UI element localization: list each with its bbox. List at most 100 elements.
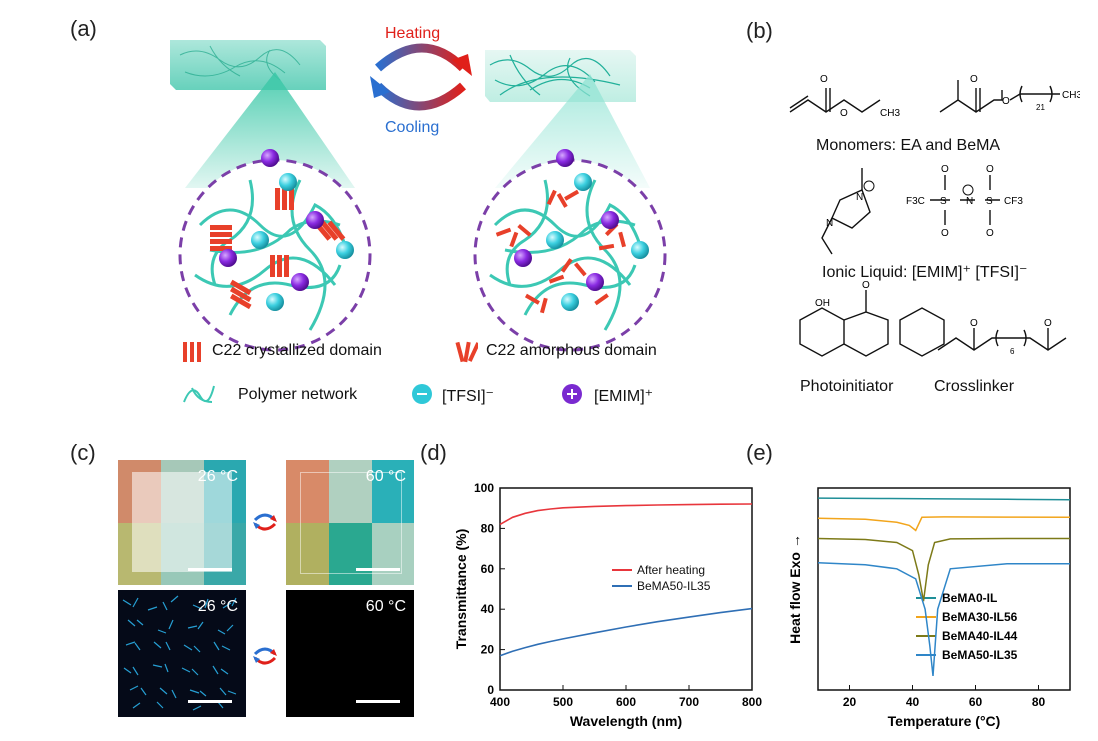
y-tick-label: 60 <box>481 562 495 576</box>
x-axis-label: Temperature (°C) <box>888 713 1001 729</box>
ionic-liquid-label: Ionic Liquid: [EMIM]⁺ [TFSI]⁻ <box>822 264 1028 281</box>
plot-frame <box>817 487 1071 691</box>
atom-s-left: S <box>940 196 947 207</box>
x-tick-label: 600 <box>616 695 636 709</box>
temp-label-pom-60c: 60 °C <box>365 598 406 615</box>
legend-polymer: Polymer network <box>238 386 358 403</box>
x-tick-label: 60 <box>969 695 983 709</box>
photo-film-26c: 26 °C <box>118 460 246 585</box>
emim-ion-icon <box>562 384 582 404</box>
legend-emim: [EMIM]⁺ <box>594 388 654 405</box>
series-line-0 <box>499 503 753 526</box>
cooling-label: Cooling <box>385 119 439 136</box>
crystallized-domain-icon <box>183 342 201 362</box>
tfsi-ion-icon <box>412 384 432 404</box>
reversible-arrows-icon <box>253 513 277 531</box>
atom-o-xl-right: O <box>1044 318 1052 329</box>
film-slab-heated <box>485 50 636 102</box>
series-line-3 <box>817 561 1070 676</box>
series-line-1 <box>817 516 1071 532</box>
x-tick-label: 800 <box>742 695 762 709</box>
temp-label-pom-26c: 26 °C <box>197 598 238 615</box>
cooling-arrow <box>374 82 466 111</box>
series-line-0 <box>817 497 1071 501</box>
atom-s-right: S <box>986 196 993 207</box>
temp-label-60c: 60 °C <box>365 468 406 485</box>
atom-o-s1-bottom: O <box>941 228 949 239</box>
zoom-beam-right <box>495 74 650 188</box>
legend-entry: BeMA50-IL35 <box>942 648 1018 662</box>
scale-bar <box>356 700 400 703</box>
photo-film-60c: 60 °C <box>286 460 414 585</box>
pom-image-26c: 26 °C <box>118 590 246 717</box>
monomers-label: Monomers: EA and BeMA <box>816 137 1001 154</box>
panel-label-d: (d) <box>420 440 447 465</box>
y-tick-label: 40 <box>481 602 495 616</box>
amorphous-domain-icon <box>455 341 478 363</box>
y-axis-label: Transmittance (%) <box>453 529 469 650</box>
x-tick-label: 500 <box>553 695 573 709</box>
atom-ch3-ea: CH3 <box>880 108 900 119</box>
x-tick-label: 700 <box>679 695 699 709</box>
legend-entry: BeMA0-IL <box>942 591 997 605</box>
dsc-chart: 20 40 60 80 BeMA0-IL BeMA30-IL56BeMA40-IL44Be… <box>787 487 1071 729</box>
legend-swatch-after-heating <box>612 569 632 571</box>
crosslinker-label: Crosslinker <box>934 378 1015 395</box>
reversible-arrows-icon <box>253 647 277 665</box>
series-line-2 <box>817 537 1070 602</box>
atom-n-plus: N <box>856 192 863 203</box>
legend-swatch-bema50 <box>612 585 632 587</box>
network-crystallized <box>178 149 372 352</box>
y-tick-label: 100 <box>474 481 494 495</box>
atom-o-ea-ester: O <box>840 108 848 119</box>
atom-o-ea: O <box>820 74 828 85</box>
x-tick-label: 40 <box>906 695 920 709</box>
panel-label-c: (c) <box>70 440 96 465</box>
x-tick-label: 400 <box>490 695 510 709</box>
scale-bar <box>356 568 400 571</box>
atom-ch3-bema: CH3 <box>1062 90 1080 101</box>
schematic-panel-a: Heating Cooling <box>170 25 667 352</box>
pom-image-60c: 60 °C <box>286 590 414 717</box>
atom-f3c: F3C <box>906 196 925 207</box>
y-tick-label: 80 <box>481 521 495 535</box>
heating-label: Heating <box>385 25 440 42</box>
polymer-network-icon <box>183 385 215 403</box>
y-axis-label: Heat flow Exo → <box>787 534 803 644</box>
plot-frame <box>499 487 753 691</box>
atom-o-xl-left: O <box>970 318 978 329</box>
atom-oh: OH <box>815 298 830 309</box>
film-slab-cooled <box>170 40 326 90</box>
panel-label-e: (e) <box>746 440 773 465</box>
x-tick-label: 20 <box>843 695 857 709</box>
atom-o-s2-bottom: O <box>986 228 994 239</box>
heating-arrow <box>375 43 467 72</box>
x-axis-label: Wavelength (nm) <box>570 713 682 729</box>
series-line-1 <box>499 607 753 657</box>
legend-after-heating: After heating <box>637 563 706 577</box>
network-amorphous <box>473 149 667 352</box>
legend-crystallized: C22 crystallized domain <box>212 342 382 359</box>
chemical-structures-panel-b: O O CH3 O O 21 CH3 N N F3C S N S CF3 O O… <box>789 74 1080 357</box>
atom-n-tfsi: N <box>966 196 973 207</box>
atom-o-bema-ester: O <box>1002 96 1010 107</box>
atom-n-emim: N <box>826 218 833 229</box>
atom-o-ketone: O <box>862 280 870 291</box>
legend-entry: BeMA30-IL56 <box>942 610 1018 624</box>
x-tick-label: 80 <box>1032 695 1046 709</box>
scale-bar <box>188 700 232 703</box>
atom-o-s2-top: O <box>986 164 994 175</box>
legend-amorphous: C22 amorphous domain <box>486 342 657 359</box>
subscript-6: 6 <box>1010 347 1015 356</box>
temp-label-26c: 26 °C <box>197 468 238 485</box>
legend-entry: BeMA40-IL44 <box>942 629 1018 643</box>
y-tick-label: 0 <box>487 683 494 697</box>
y-tick-label: 20 <box>481 643 495 657</box>
zoom-beam-left <box>185 72 355 188</box>
atom-cf3: CF3 <box>1004 196 1023 207</box>
atom-o-bema: O <box>970 74 978 85</box>
legend-bema50-il35: BeMA50-IL35 <box>637 579 711 593</box>
panel-label-b: (b) <box>746 18 773 43</box>
photoinitiator-label: Photoinitiator <box>800 378 894 395</box>
